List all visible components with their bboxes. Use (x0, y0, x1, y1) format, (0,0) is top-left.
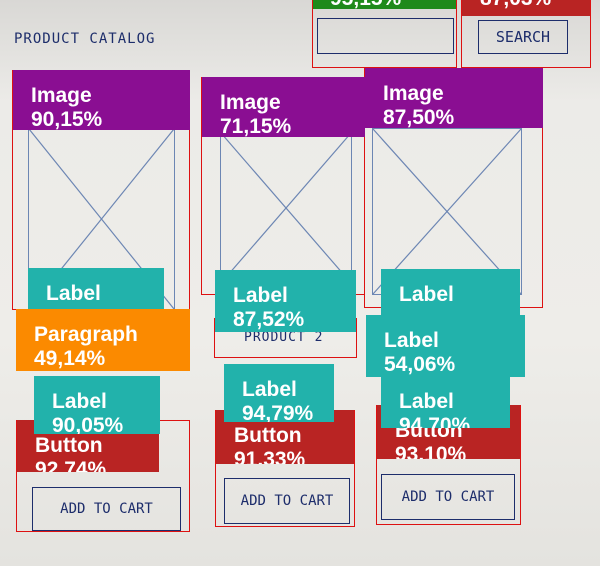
detection-label-label-1: Label (28, 268, 164, 310)
detection-label-label-3: Label (381, 269, 520, 317)
detection-label-image-1: Image 90,15% (13, 70, 190, 130)
detection-score-input: 95,15% (330, 0, 401, 11)
detection-label-label-2: Label 87,52% (215, 270, 356, 332)
search-input[interactable] (317, 18, 454, 54)
product-label-2: PRODUCT 2 (244, 330, 324, 345)
search-button[interactable]: SEARCH (478, 20, 568, 54)
add-to-cart-button-3[interactable]: ADD TO CART (381, 474, 515, 520)
add-to-cart-button-1[interactable]: ADD TO CART (32, 487, 181, 531)
detection-label-input (313, 0, 456, 9)
detection-label-image-2: Image 71,15% (202, 77, 365, 137)
detection-label-paragraph: Paragraph 49,14% (16, 309, 190, 371)
detection-label-label-6: Label 94,79% (224, 364, 334, 422)
page-title: PRODUCT CATALOG (14, 31, 156, 47)
add-to-cart-button-2[interactable]: ADD TO CART (224, 478, 350, 524)
image-placeholder-icon (372, 128, 522, 295)
detection-label-image-3: Image 87,50% (365, 68, 543, 128)
detection-score-search: 87,03% (480, 0, 551, 11)
detection-label-search (462, 0, 590, 16)
detection-label-label-4: Label 54,06% (366, 315, 525, 377)
image-placeholder-icon (220, 132, 352, 284)
detection-label-label-5: Label 90,05% (34, 376, 160, 434)
detection-label-label-7: Label 94,70% (381, 376, 510, 428)
